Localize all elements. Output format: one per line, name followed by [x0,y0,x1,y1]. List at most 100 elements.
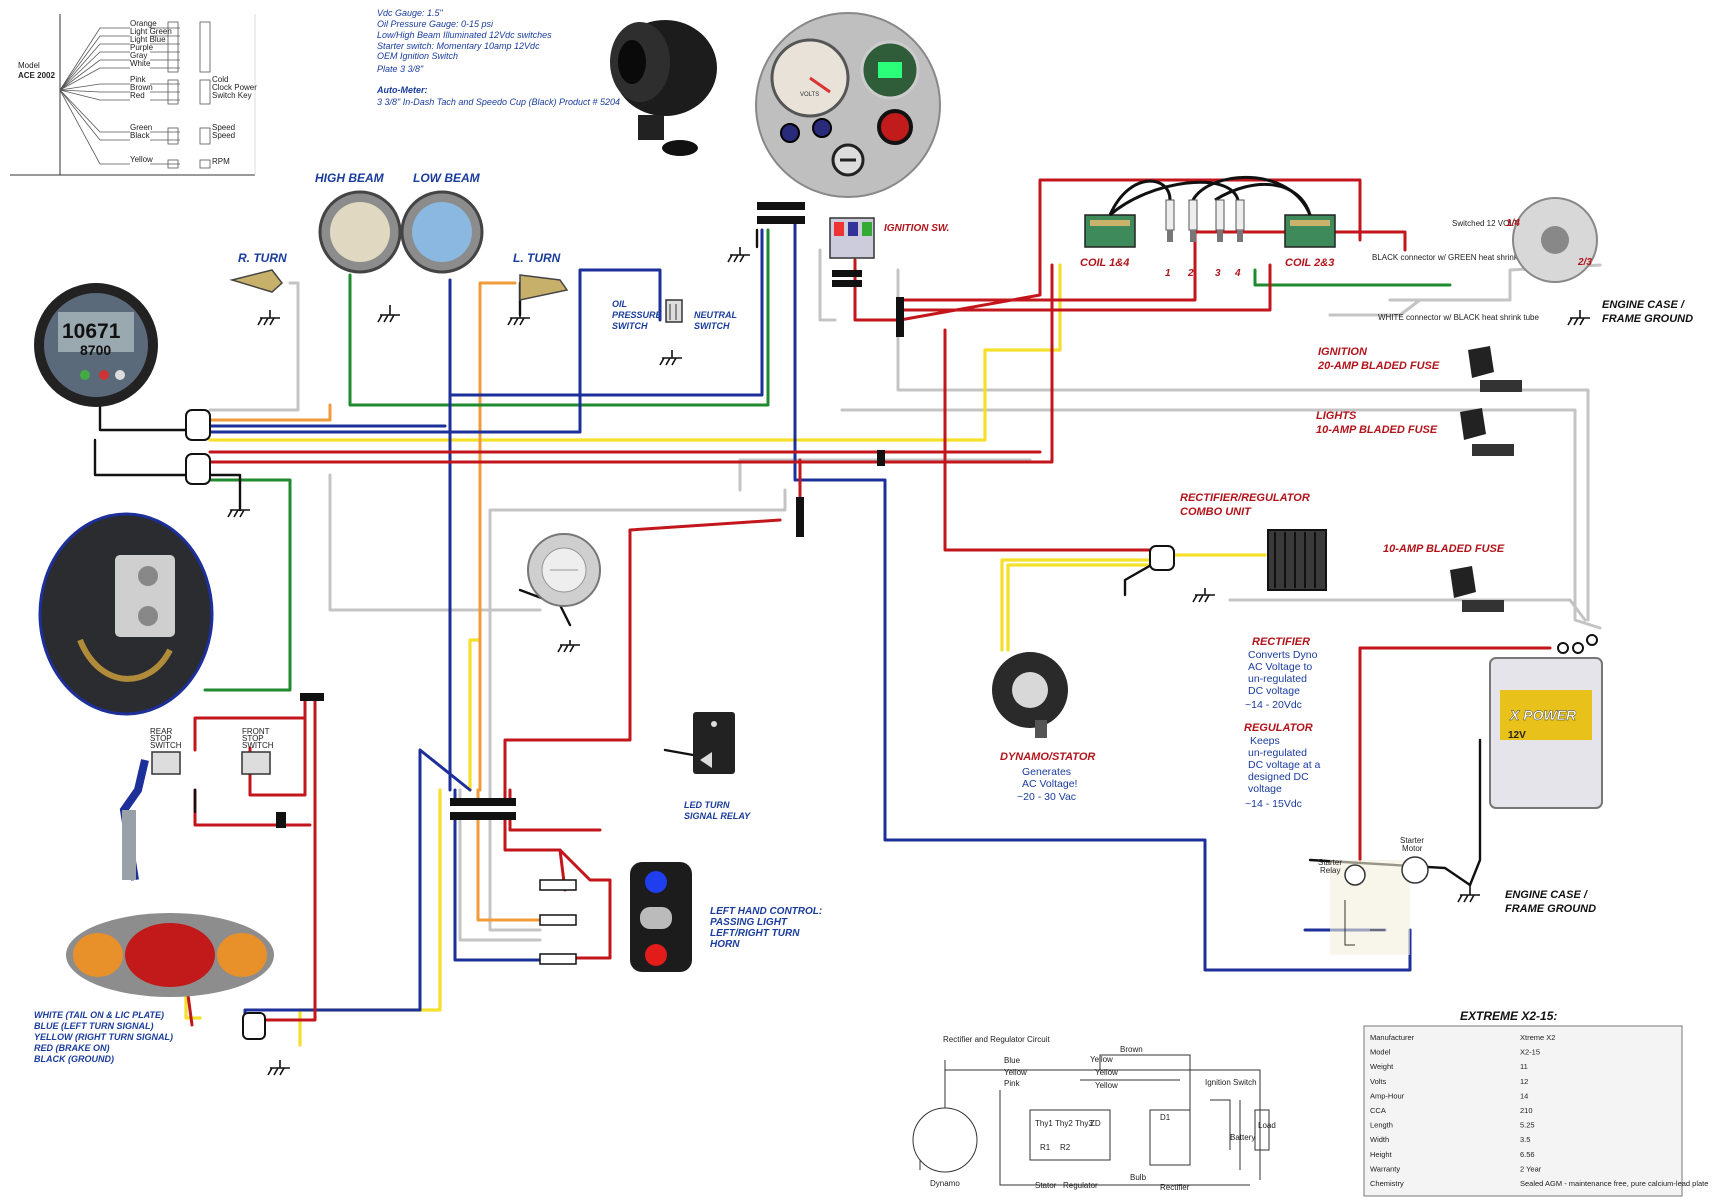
oil-switch-label-1: OIL [612,299,627,309]
low-beam-switch[interactable] [812,118,832,138]
regulator-body-1: Keeps [1250,735,1280,747]
chart-model-value: ACE 2002 [18,71,55,80]
tacho-readout-2: 8700 [80,342,111,358]
lhc-label-1: LEFT HAND CONTROL: [710,906,822,917]
rectifier-body-3: un-regulated [1248,673,1307,685]
plug-num-3: 3 [1215,268,1221,279]
starter-button[interactable] [877,109,913,145]
plug-num-4: 4 [1234,268,1241,279]
horn [527,533,601,607]
coil-14-label: COIL 1&4 [1080,257,1129,269]
spec-value: 3.5 [1520,1135,1530,1144]
battery-volt: 12V [1508,730,1526,741]
tail-light [66,913,274,997]
dynamo-body-3: ~20 - 30 Vac [1017,791,1076,803]
chart-wire-label: Pink [130,75,147,84]
tail-legend-1: WHITE (TAIL ON & LIC PLATE) [34,1010,164,1020]
starter-relay-label-2: Relay [1320,866,1340,875]
rr-part-label: Thy3 [1075,1119,1093,1128]
volts-label: VOLTS [800,92,819,98]
chart-wire-label: Gray [130,51,147,60]
svg-text:1 2 3 4: 1 2 3 4 [1165,268,1241,279]
neutral-switch-closeup-photo [38,512,214,716]
chart-wire-label: Orange [130,19,157,28]
battery-brand: X POWER [1509,707,1577,723]
lights-fuse [1460,408,1514,456]
chart-function-label: Cold [212,75,228,84]
turn-signal-toggle[interactable] [640,907,672,929]
high-beam-headlight [318,190,402,274]
voltmeter-gauge: VOLTS [770,38,850,118]
battery: X POWER 12V [1489,634,1603,809]
spec-value: Xtreme X2 [1520,1033,1555,1042]
rr-part-label: Load [1258,1121,1276,1130]
low-beam-label: LOW BEAM [413,171,481,185]
chart-wire-label: White [130,59,151,68]
high-beam-switch[interactable] [780,123,800,143]
svg-text:LEFT HAND CONTROL: PASSING: LEFT HAND CONTROL: PASSING LIGHT LEFT/RI… [710,906,825,950]
neutral-switch-label-1: NEUTRAL [694,310,737,320]
coil-23-label: COIL 2&3 [1285,257,1334,269]
passing-light-button[interactable] [645,871,667,893]
rr-part-label: Battery [1230,1133,1255,1142]
rectifier-body-2: AC Voltage to [1248,661,1312,673]
neutral-switch-label-2: SWITCH [694,321,730,331]
engine-case-bottom-1: ENGINE CASE / [1505,889,1589,901]
ignition-switch-connector [829,217,875,259]
spec-key: CCA [1370,1106,1386,1115]
rr-wire-label: Yellow [1095,1068,1118,1077]
high-beam-label: HIGH BEAM [315,171,385,185]
rr-part-label: R2 [1060,1143,1071,1152]
svg-text:Converts Dyno AC Voltage t: Converts Dyno AC Voltage to un-regulated… [1245,649,1320,711]
regulator-body-5: voltage [1248,783,1282,795]
chart-function-label: Speed [212,123,235,132]
chart-wire-label: Light Blue [130,35,166,44]
chart-function-label: RPM [212,157,230,166]
regulator-body-4: designed DC [1248,771,1309,783]
left-hand-control [630,862,692,972]
rr-part-label: Rectifier [1160,1183,1190,1192]
r-turn-label: R. TURN [238,251,287,265]
chart-wire-label: Black [130,131,151,140]
low-beam-headlight [400,190,484,274]
spec-key: Width [1370,1135,1389,1144]
spec-value: 11 [1520,1062,1528,1071]
lights-fuse-label-1: LIGHTS [1316,410,1357,422]
engine-case-top-1: ENGINE CASE / [1602,299,1686,311]
rear-stop-3: SWITCH [150,741,182,750]
rr-wire-label: Yellow [1095,1081,1118,1090]
coil-tag-3: WHITE connector w/ BLACK heat shrink tub… [1378,313,1540,322]
rr-part-label: Regulator [1063,1181,1098,1190]
left-turn-signal [519,274,569,301]
connectors [185,202,1175,1040]
chart-function-label: Switch Key [212,91,252,100]
spec-line-5: OEM Ignition Switch [377,51,458,61]
ignition-coil-2-3 [1284,214,1336,248]
starter-relay-label-1: Starter [1318,858,1342,867]
rr-part-label: Thy2 [1055,1119,1073,1128]
spec-key: Height [1370,1150,1393,1159]
rr-part-label: Bulb [1130,1173,1147,1182]
engine-case-bottom-2: FRAME GROUND [1505,903,1596,915]
rr-circuit-schematic: Rectifier and Regulator Circuit BrownYel… [912,1035,1276,1192]
spec-key: Warranty [1370,1164,1400,1173]
regulator-body-6: ~14 - 15Vdc [1245,798,1302,810]
svg-text:OIL PRESSURE SWITCH: OIL PRESSURE SWITCH [612,299,664,331]
spark-plugs [1165,199,1245,242]
svg-text:WHITE (TAIL ON & LIC PLATE): WHITE (TAIL ON & LIC PLATE) BLUE (LEFT T… [34,1010,176,1064]
front-stop-switch [241,751,271,775]
rr-circuit-title: Rectifier and Regulator Circuit [943,1035,1050,1044]
spec-key: Amp-Hour [1370,1091,1405,1100]
dynamo-body-1: Generates [1022,766,1071,778]
spec-value: X2-15 [1520,1048,1540,1057]
rectifier-title: RECTIFIER [1252,636,1310,648]
svg-text:Keeps un-regulated DC: Keeps un-regulated DC voltage at a desig… [1245,735,1323,810]
rr-wire-label: Blue [1004,1056,1021,1065]
front-stop-1: FRONT [242,727,270,736]
svg-text:RECTIFIER/REGULATOR COMBO: RECTIFIER/REGULATOR COMBO UNIT [1180,492,1313,518]
tail-legend-5: BLACK (GROUND) [34,1054,114,1064]
svg-text:ENGINE CASE / FRAME GROUND: ENGINE CASE / FRAME GROUND [1602,299,1693,325]
horn-button[interactable] [645,944,667,966]
tail-legend-4: RED (BRAKE ON) [34,1043,110,1053]
